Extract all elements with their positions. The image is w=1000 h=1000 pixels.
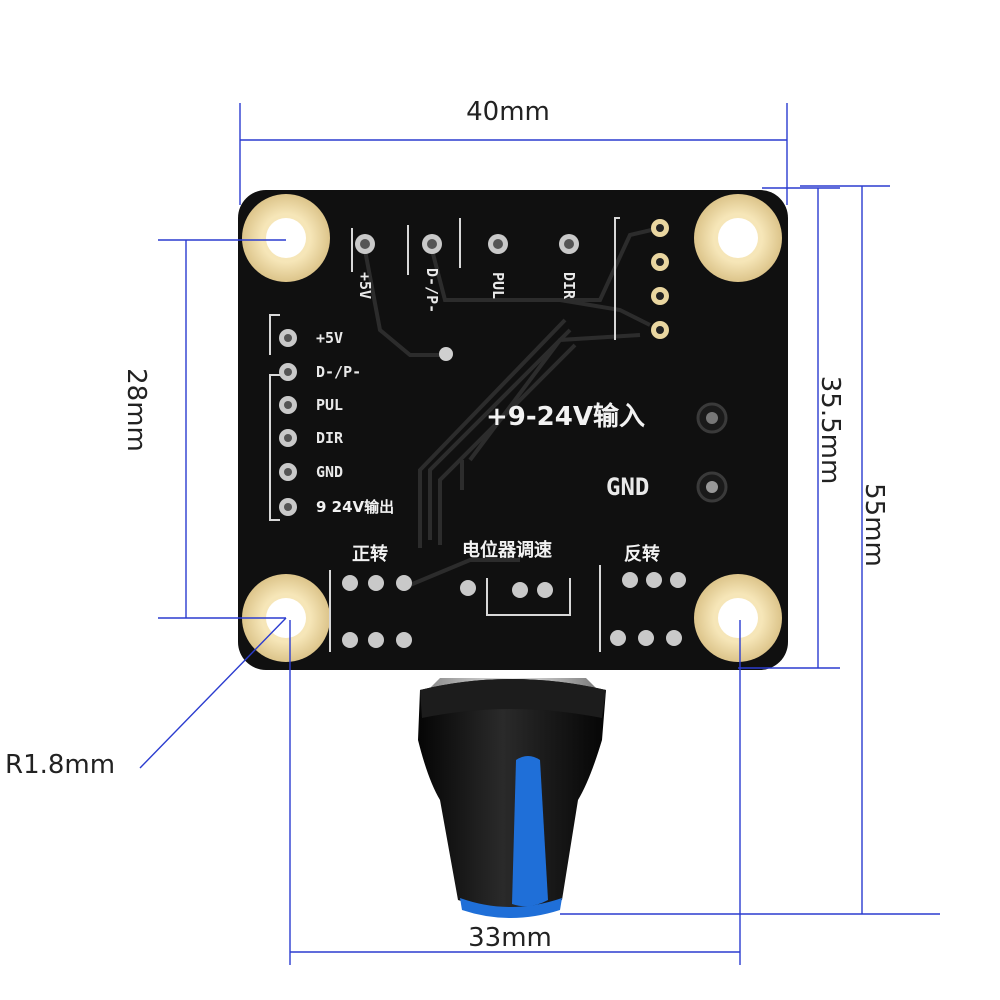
forward-label: 正转 <box>352 543 388 565</box>
knob-stripe <box>512 756 548 907</box>
dimension-height-right-outer: 55mm <box>859 483 889 567</box>
pcb-board: +5V D-/P- PUL DIR +5V D-/P- PUL DIR GND <box>238 190 788 670</box>
reverse-label: 反转 <box>624 543 660 565</box>
via <box>439 347 453 361</box>
dimension-hole-radius: R1.8mm <box>5 750 115 780</box>
potentiometer-knob <box>418 678 606 918</box>
dimension-lines <box>139 103 940 965</box>
mounting-hole-bottom-right <box>694 574 782 662</box>
right-header-pads <box>651 219 669 339</box>
silkscreen-lines <box>269 217 620 652</box>
gnd-pad <box>696 471 728 503</box>
top-label-dp: D-/P- <box>423 268 441 313</box>
knob-body <box>418 679 606 909</box>
left-label-pul: PUL <box>316 396 343 414</box>
mounting-hole-top-left <box>242 194 330 282</box>
dimension-width-bottom: 33mm <box>468 923 552 953</box>
top-label-dir: DIR <box>560 272 578 300</box>
dimension-width-top: 40mm <box>466 97 550 127</box>
power-input-pad <box>696 402 728 434</box>
left-label-5v: +5V <box>316 329 343 347</box>
left-header: +5V D-/P- PUL DIR GND 9 24V输出 <box>279 329 394 516</box>
reverse-switch-pads <box>610 572 686 646</box>
top-header-labels: +5V D-/P- PUL DIR <box>356 268 578 313</box>
power-input-label: +9-24V输入 <box>486 401 645 432</box>
left-label-dir: DIR <box>316 429 344 447</box>
dimension-height-left: 28mm <box>121 368 151 452</box>
dimension-height-right-inner: 35.5mm <box>815 376 845 485</box>
top-label-pul: PUL <box>489 272 507 299</box>
top-label-5v: +5V <box>356 272 374 299</box>
knob-base-ring <box>460 898 562 918</box>
top-header-pins <box>355 234 579 254</box>
gnd-label: GND <box>606 473 649 501</box>
speed-pot-pads <box>460 580 553 598</box>
left-label-gnd: GND <box>316 463 343 481</box>
left-label-dp: D-/P- <box>316 363 361 381</box>
left-label-output: 9 24V输出 <box>316 498 394 516</box>
forward-switch-pads <box>342 575 412 648</box>
speed-pot-label: 电位器调速 <box>462 539 552 561</box>
mounting-hole-top-right <box>694 194 782 282</box>
